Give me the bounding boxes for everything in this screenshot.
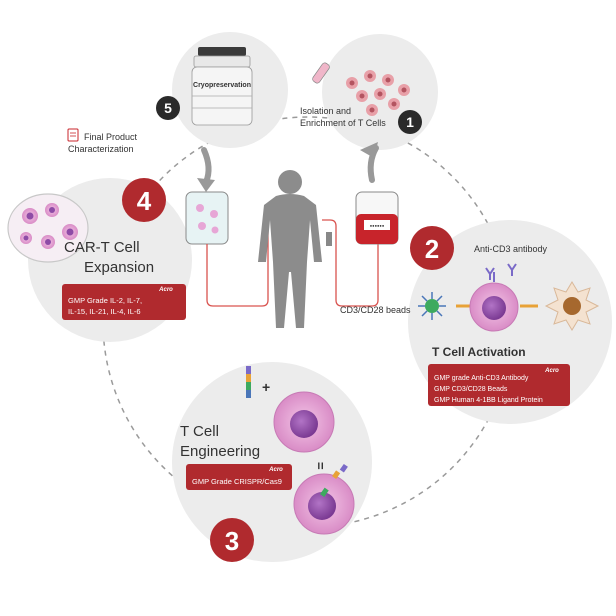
cell-bag-left-icon — [185, 191, 229, 245]
acro-brand-step2: Acro — [544, 368, 559, 374]
step1-title-line1: Isolation and — [300, 106, 351, 116]
step4-title-line2: Expansion — [84, 259, 154, 276]
step1-number: 1 — [406, 114, 414, 130]
infusion-tube-right — [322, 219, 379, 307]
final-product-line2: Characterization — [68, 144, 134, 154]
step4-badge — [122, 178, 166, 222]
panel-step3-bg — [172, 362, 372, 562]
anti-cd3-label: Anti-CD3 antibody — [474, 244, 548, 254]
step3-title-line2: Engineering — [180, 443, 260, 460]
blood-bag-label: ●●●●●● — [370, 223, 385, 228]
test-tube-icon — [312, 62, 330, 84]
step4-title-line1: CAR-T Cell — [64, 239, 140, 256]
t-cell-before-icon — [273, 391, 335, 453]
step4-product-line2: IL-15, IL-21, IL-4, IL-6 — [68, 307, 141, 316]
t-cell-activation-cell-icon — [456, 272, 538, 332]
antigen-presenting-cell-icon — [544, 281, 600, 331]
plus-sign: + — [262, 379, 270, 395]
step5-badge — [156, 96, 180, 120]
step3-number: 3 — [225, 526, 239, 556]
step3-product-line1: GMP Grade CRISPR/Cas9 — [192, 477, 282, 486]
step2-product-box — [428, 364, 570, 406]
blood-bag-icon: ●●●●●● — [355, 191, 399, 245]
isolated-t-cells-icon — [346, 70, 410, 116]
step2-product-line1: GMP grade Anti-CD3 Antibody — [434, 375, 529, 382]
step2-badge — [410, 226, 454, 270]
step3-badge — [210, 518, 254, 562]
final-product-clipboard-icon — [67, 128, 79, 142]
step5-number: 5 — [164, 100, 172, 116]
step1-badge — [398, 110, 422, 134]
car-construct-icon — [246, 366, 251, 398]
step2-title: T Cell Activation — [432, 345, 526, 359]
patient-body-icon — [258, 170, 322, 328]
step3-product-box — [186, 464, 292, 490]
car-t-cell-icon — [293, 463, 355, 535]
antibody-icon — [485, 263, 517, 280]
step1-title-line2: Enrichment of T Cells — [300, 118, 386, 128]
step2-product-line2: GMP CD3/CD28 Beads — [434, 386, 508, 393]
cryopreservation-container-icon: Cryopreservation — [191, 47, 253, 126]
equals-sign: = — [313, 462, 328, 470]
step2-product-line3: GMP Human 4-1BB Ligand Protein — [434, 397, 543, 404]
arrow-cryo-to-bag — [201, 147, 212, 185]
petri-dish-icon — [7, 193, 89, 263]
step4-product-line1: GMP Grade IL-2, IL-7, — [68, 296, 142, 305]
step2-number: 2 — [425, 234, 439, 264]
step4-product-box — [62, 284, 186, 320]
cd3-cd28-beads-label: CD3/CD28 beads — [340, 305, 411, 315]
step4-number: 4 — [137, 186, 152, 216]
acro-brand-step4: Acro — [158, 287, 173, 293]
acro-brand-step3: Acro — [268, 467, 283, 473]
cryopreservation-label: Cryopreservation — [193, 82, 251, 89]
beads-icon — [418, 292, 446, 320]
step3-title-line1: T Cell — [180, 423, 219, 440]
final-product-line1: Final Product — [84, 132, 138, 142]
